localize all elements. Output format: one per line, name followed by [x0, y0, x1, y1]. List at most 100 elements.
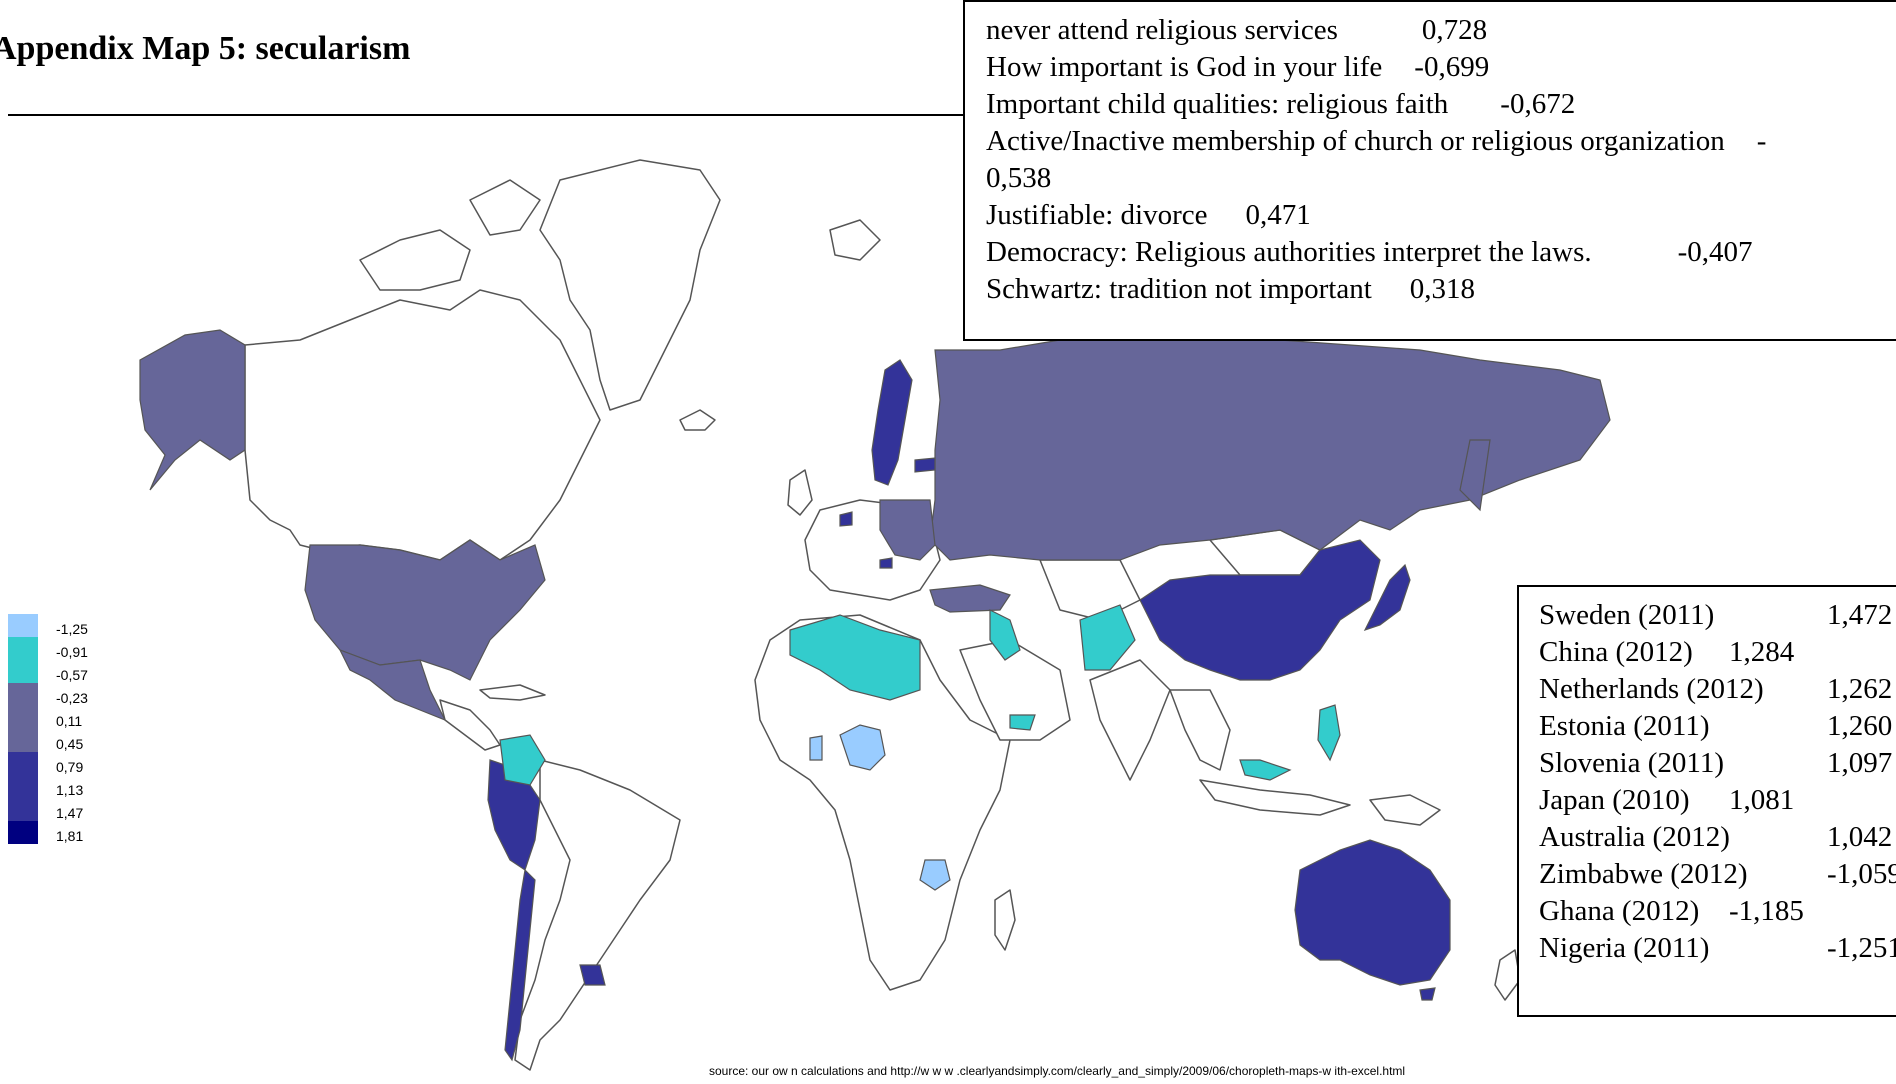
ranking-value: 1,260 — [1827, 710, 1893, 742]
region-eastern-europe — [879, 499, 936, 561]
ranking-value: -1,185 — [1729, 895, 1804, 927]
region-zimbabwe — [919, 859, 951, 891]
ranking-country: Japan (2010) — [1539, 784, 1690, 816]
ranking-country: Australia (2012) — [1539, 821, 1730, 853]
region-kamchatka — [1459, 439, 1491, 512]
region-indonesia — [1199, 779, 1351, 816]
legend-swatch — [8, 752, 38, 775]
ranking-row: Slovenia (2011) 1,097 — [1539, 745, 1896, 782]
legend-label: 1,13 — [56, 782, 84, 798]
ranking-value: 1,081 — [1729, 784, 1795, 816]
factor-loadings-box: never attend religious services 0,728 How… — [963, 0, 1896, 341]
region-madagascar — [994, 889, 1016, 951]
factor-text: Important child qualities: religious fai… — [986, 88, 1449, 120]
legend-label: -1,25 — [56, 621, 88, 637]
factor-row: Active/Inactive membership of church or … — [986, 123, 1896, 160]
factor-text: Justifiable: divorce — [986, 199, 1208, 231]
region-algeria-libya — [789, 614, 921, 701]
region-africa — [754, 614, 1011, 991]
ranking-value: -1,059 — [1827, 858, 1896, 890]
region-arctic-islands-2 — [469, 179, 541, 236]
ranking-value: 1,042 — [1827, 821, 1893, 853]
legend-label: 1,47 — [56, 805, 84, 821]
region-netherlands — [839, 511, 853, 527]
region-alaska — [139, 329, 246, 491]
region-nigeria — [839, 724, 886, 771]
factor-row: never attend religious services 0,728 — [986, 12, 1896, 49]
factor-row: Democracy: Religious authorities interpr… — [986, 234, 1896, 271]
ranking-value: 1,472 — [1827, 599, 1893, 631]
legend-label: -0,23 — [56, 690, 88, 706]
factor-value: 0,471 — [1245, 199, 1311, 231]
region-new-guinea — [1369, 794, 1441, 826]
ranking-country: Ghana (2012) — [1539, 895, 1700, 927]
legend-label: -0,91 — [56, 644, 88, 660]
region-estonia — [914, 457, 936, 473]
legend-swatch — [8, 798, 38, 821]
factor-text: Democracy: Religious authorities interpr… — [986, 236, 1592, 268]
region-sweden — [871, 359, 913, 486]
legend-label: 0,11 — [56, 713, 83, 729]
ranking-country: Slovenia (2011) — [1539, 747, 1724, 779]
ranking-country: China (2012) — [1539, 636, 1693, 668]
region-greenland — [539, 159, 721, 411]
ranking-row: Ghana (2012) -1,185 — [1539, 893, 1896, 930]
region-japan — [1363, 563, 1411, 632]
ranking-row: Netherlands (2012) 1,262 — [1539, 671, 1896, 708]
region-new-zealand — [1494, 949, 1521, 1001]
factor-text: never attend religious services — [986, 14, 1338, 46]
legend-label: -0,57 — [56, 667, 88, 683]
region-uk — [787, 469, 813, 516]
legend-swatch — [8, 821, 38, 844]
legend-swatch — [8, 637, 38, 660]
region-slovenia — [879, 557, 893, 569]
region-chile — [504, 868, 536, 1062]
region-svalbard — [829, 219, 881, 261]
legend-swatch — [8, 660, 38, 683]
ranking-row: Japan (2010) 1,081 — [1539, 782, 1896, 819]
legend-label: 0,79 — [56, 759, 84, 775]
ranking-country: Netherlands (2012) — [1539, 673, 1764, 705]
region-usa — [304, 539, 546, 681]
factor-row: Important child qualities: religious fai… — [986, 86, 1896, 123]
ranking-value: 1,097 — [1827, 747, 1893, 779]
region-arctic-islands — [359, 229, 471, 291]
region-central-asia — [1039, 559, 1141, 621]
region-yemen — [1009, 714, 1036, 731]
factor-text: How important is God in your life — [986, 51, 1383, 83]
region-philippines — [1317, 704, 1341, 762]
factor-value: - — [1756, 125, 1767, 157]
region-se-asia — [1169, 689, 1231, 771]
region-iraq-jordan — [989, 609, 1021, 661]
legend-swatch — [8, 683, 38, 706]
ranking-value: -1,251 — [1827, 932, 1896, 964]
title-underline — [8, 114, 1008, 116]
region-australia — [1294, 839, 1451, 986]
region-pakistan — [1079, 604, 1136, 671]
factor-text: 0,538 — [986, 162, 1052, 194]
ranking-value: 1,262 — [1827, 673, 1893, 705]
ranking-row: Nigeria (2011) -1,251 — [1539, 930, 1896, 967]
region-colombia — [499, 734, 546, 786]
factor-value: 0,728 — [1421, 14, 1488, 46]
legend-label: 0,45 — [56, 736, 84, 752]
factor-row: How important is God in your life-0,699 — [986, 49, 1896, 86]
ranking-row: Zimbabwe (2012)-1,059 — [1539, 856, 1896, 893]
region-mexico — [338, 648, 447, 722]
region-ghana — [809, 735, 823, 761]
legend-swatch — [8, 775, 38, 798]
region-india — [1089, 659, 1171, 781]
ranking-value: 1,284 — [1729, 636, 1795, 668]
ranking-row: Australia (2012) 1,042 — [1539, 819, 1896, 856]
legend-swatch — [8, 729, 38, 752]
legend-swatch — [8, 706, 38, 729]
legend-label: 1,81 — [56, 828, 84, 844]
region-cuba — [479, 684, 546, 701]
ranking-country: Nigeria (2011) — [1539, 932, 1710, 964]
region-canada — [244, 289, 601, 561]
factor-row: Justifiable: divorce 0,471 — [986, 197, 1896, 234]
ranking-country: Estonia (2011) — [1539, 710, 1710, 742]
legend-swatch — [8, 614, 38, 637]
